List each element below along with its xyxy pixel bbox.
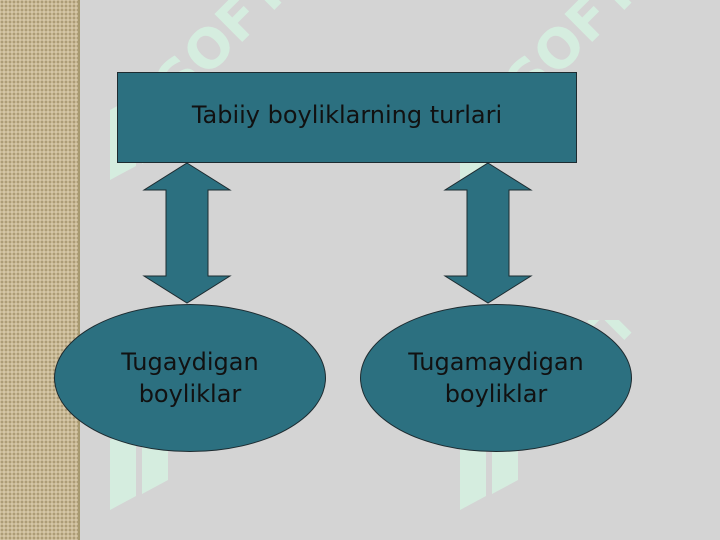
right-double-arrow <box>443 162 533 304</box>
diagram-title: Tabiiy boyliklarning turlari <box>191 100 503 129</box>
right-node-ellipse: Tugamaydigan boyliklar <box>360 304 632 452</box>
left-double-arrow <box>142 162 232 304</box>
left-node-ellipse: Tugaydigan boyliklar <box>54 304 326 452</box>
diagram-title-box: Tabiiy boyliklarning turlari <box>117 72 577 163</box>
left-node-line2: boyliklar <box>138 380 242 408</box>
left-node-line1: Tugaydigan <box>121 348 259 376</box>
right-node-line1: Tugamaydigan <box>408 348 584 376</box>
decorative-side-strip <box>0 0 80 540</box>
right-node-line2: boyliklar <box>444 380 548 408</box>
